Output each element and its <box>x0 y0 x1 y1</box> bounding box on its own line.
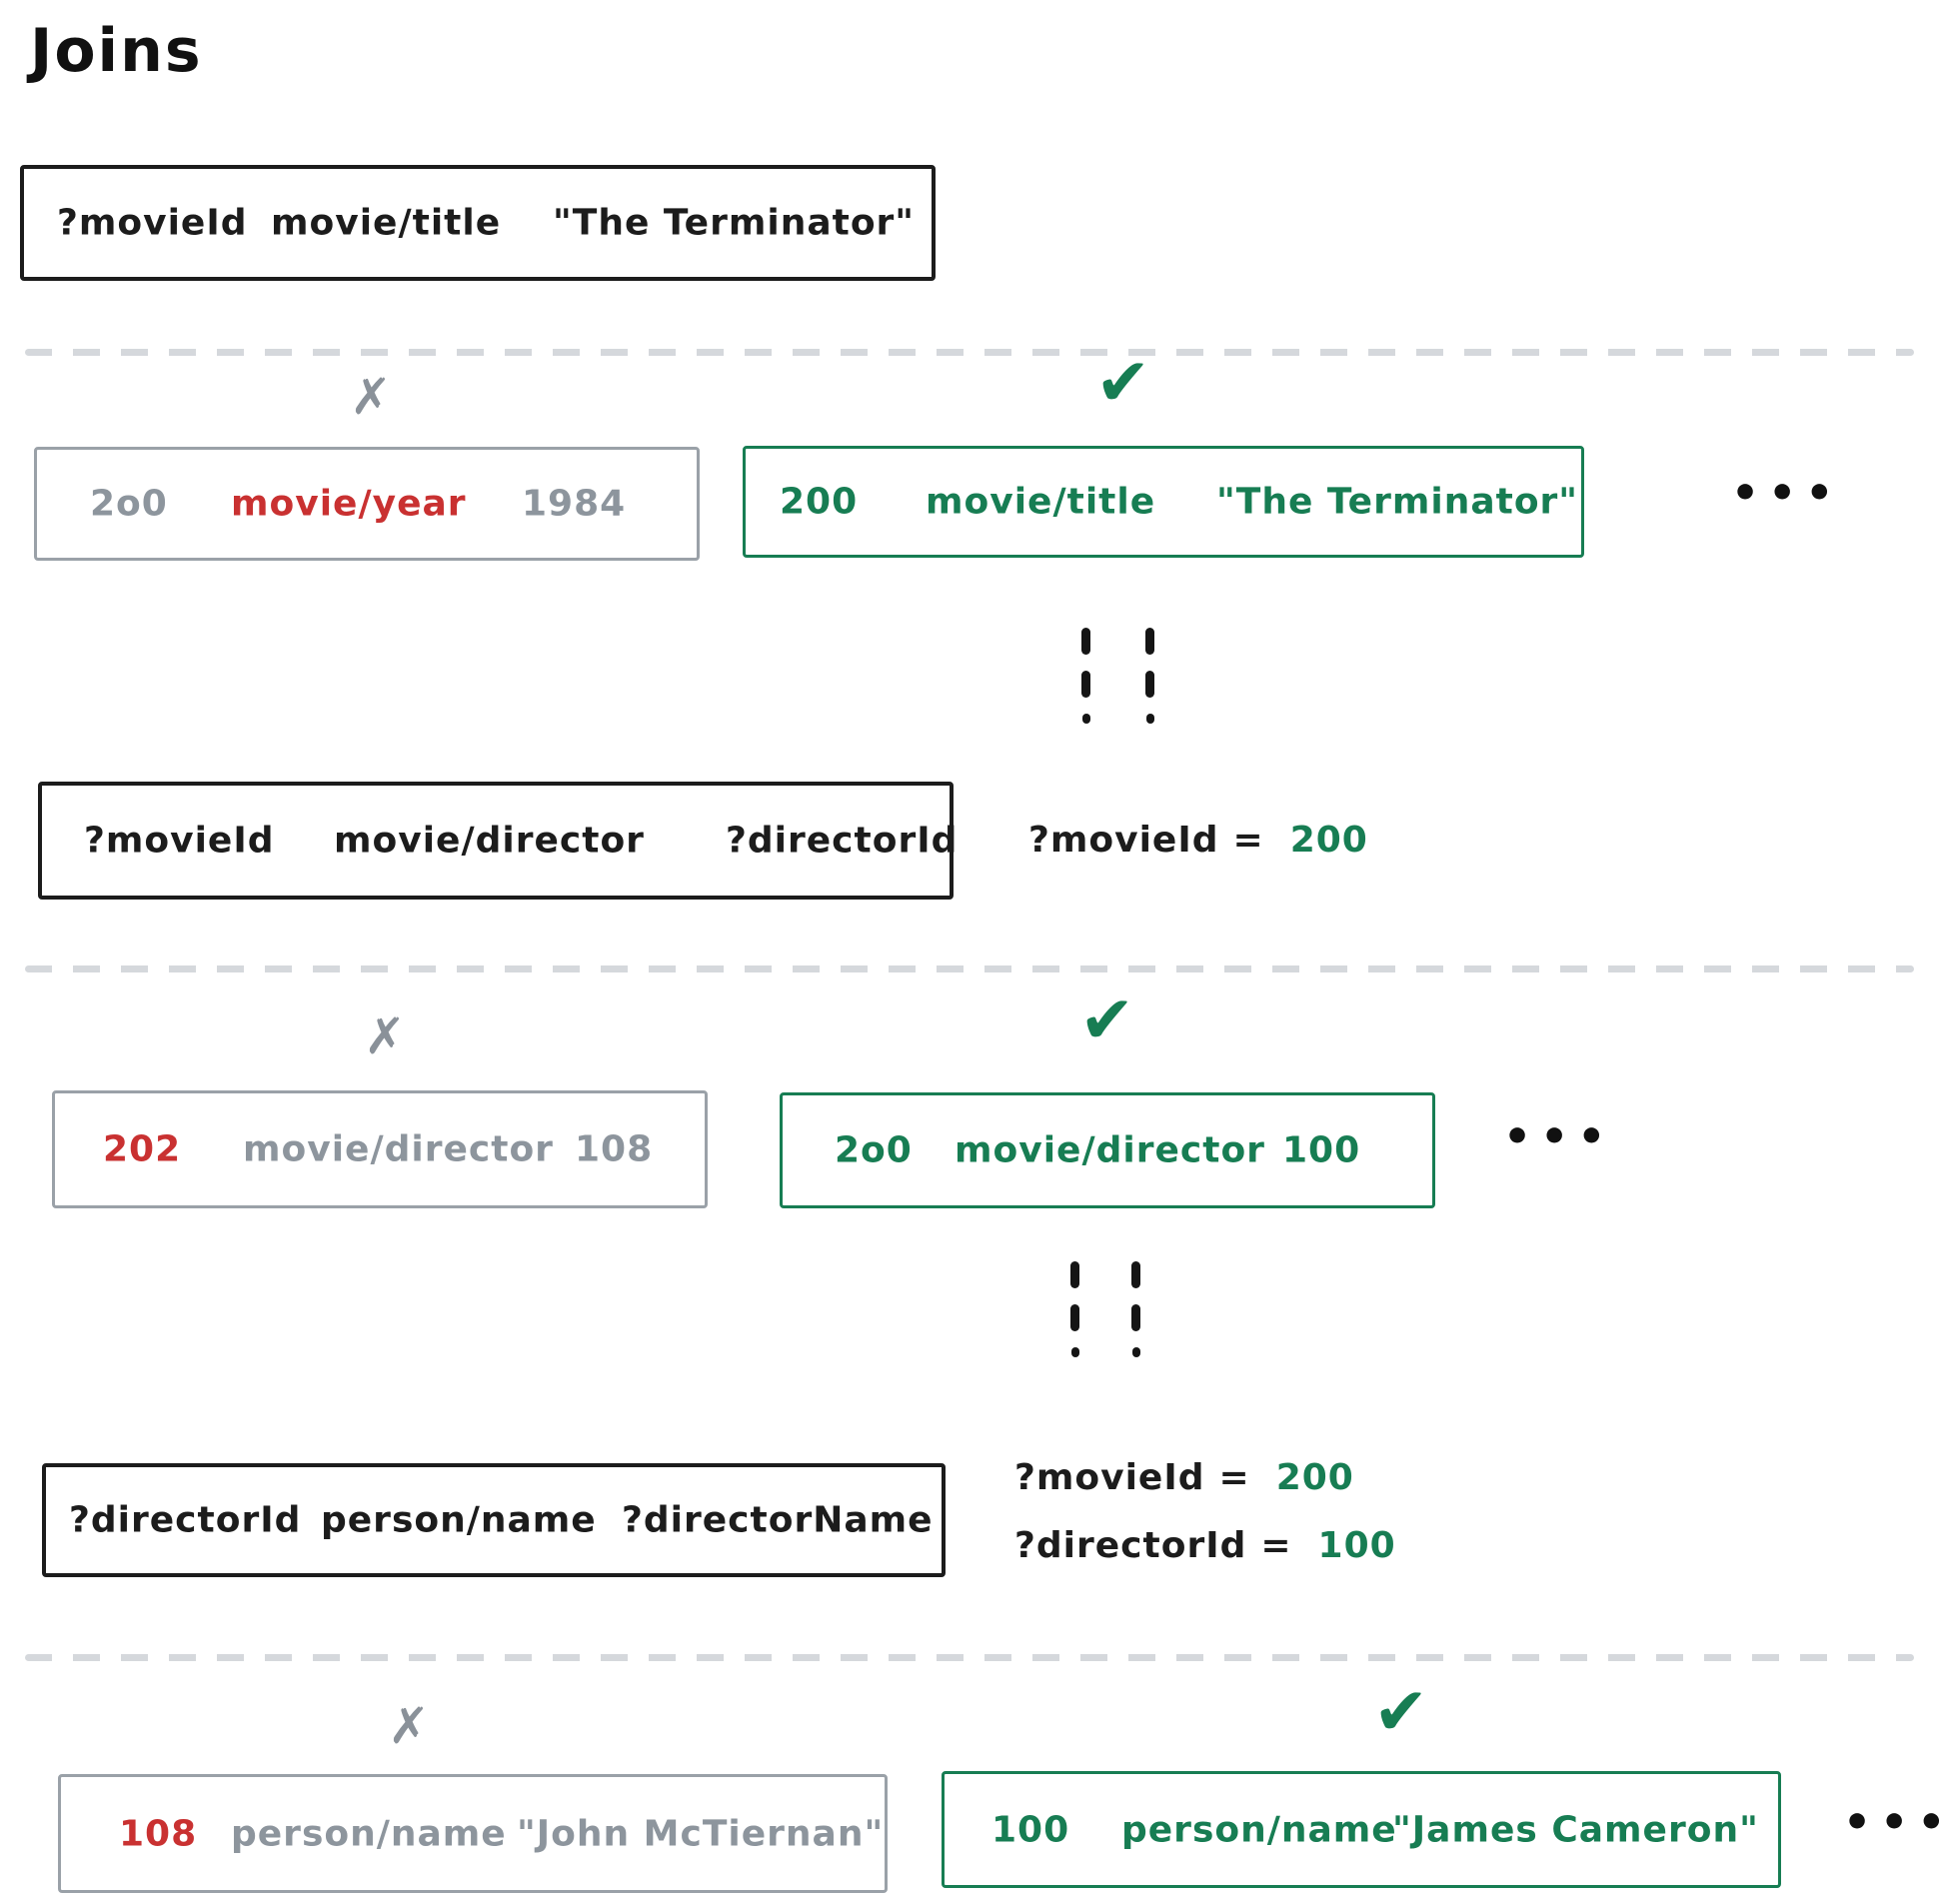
binding-note: ?movieId = 200 <box>1014 1457 1354 1498</box>
triple-object: "The Terminator" <box>553 202 916 244</box>
binding-value: 200 <box>1289 820 1368 861</box>
triple-predicate: movie/title <box>926 481 1156 523</box>
accept-check-icon: ✔ <box>1095 344 1151 421</box>
accepted-triple-box-1: 200 movie/title "The Terminator" <box>743 446 1584 558</box>
binding-note: ?directorId = 100 <box>1014 1525 1396 1566</box>
continuation-dashes <box>1081 628 1090 724</box>
triple-predicate: person/name <box>321 1499 597 1541</box>
accept-check-icon: ✔ <box>1079 981 1135 1058</box>
triple-predicate: movie/director <box>243 1128 554 1170</box>
binding-note: ?movieId = 200 <box>1028 820 1368 861</box>
binding-variable: ?movieId <box>1014 1457 1205 1498</box>
triple-subject: 202 <box>103 1128 182 1170</box>
triple-object: ?directorName <box>622 1499 934 1541</box>
triple-predicate: person/name <box>1121 1809 1397 1850</box>
triple-object: ?directorId <box>726 820 959 862</box>
triple-object: "John McTiernan" <box>517 1813 885 1854</box>
reject-x-icon: ✗ <box>388 1697 430 1755</box>
rejected-triple-box-1: 2o0 movie/year 1984 <box>34 447 700 561</box>
query-pattern-box-1: ?movieId movie/title "The Terminator" <box>20 165 936 281</box>
triple-predicate: person/name <box>231 1813 507 1854</box>
triple-predicate: movie/title <box>271 202 502 244</box>
rejected-triple-box-2: 202 movie/director 108 <box>52 1090 708 1208</box>
reject-x-icon: ✗ <box>350 368 392 426</box>
binding-operator: = <box>1218 1457 1250 1498</box>
triple-predicate: movie/director <box>955 1129 1265 1171</box>
continuation-dashes <box>1145 628 1154 724</box>
triple-subject: ?movieId <box>57 202 248 244</box>
triple-object: 100 <box>1282 1129 1361 1171</box>
query-pattern-box-3: ?directorId person/name ?directorName <box>42 1463 946 1577</box>
accept-check-icon: ✔ <box>1373 1673 1429 1750</box>
triple-object: 108 <box>575 1128 654 1170</box>
rejected-triple-box-3: 108 person/name "John McTiernan" <box>58 1774 888 1893</box>
triple-object: "The Terminator" <box>1216 481 1579 523</box>
continuation-dashes <box>1131 1261 1140 1357</box>
binding-value: 200 <box>1275 1457 1354 1498</box>
section-divider <box>25 1654 1914 1661</box>
triple-subject: 200 <box>780 481 859 523</box>
more-results-ellipsis: ••• <box>1503 1111 1615 1162</box>
query-pattern-box-2: ?movieId movie/director ?directorId <box>38 782 957 900</box>
section-divider <box>25 349 1914 356</box>
accepted-triple-box-3: 100 person/name "James Cameron" <box>942 1771 1781 1888</box>
section-divider <box>25 965 1914 972</box>
binding-value: 100 <box>1317 1525 1396 1566</box>
more-results-ellipsis: ••• <box>1843 1797 1942 1848</box>
triple-subject: 100 <box>991 1809 1070 1850</box>
triple-object: 1984 <box>522 483 627 525</box>
triple-subject: 108 <box>119 1813 198 1854</box>
binding-operator: = <box>1260 1525 1292 1566</box>
continuation-dashes <box>1070 1261 1079 1357</box>
accepted-triple-box-2: 2o0 movie/director 100 <box>780 1092 1435 1208</box>
page-title: Joins <box>30 16 203 86</box>
more-results-ellipsis: ••• <box>1731 468 1843 519</box>
triple-predicate: movie/director <box>334 820 645 862</box>
binding-operator: = <box>1232 820 1264 861</box>
triple-subject: 2o0 <box>835 1129 913 1171</box>
binding-variable: ?movieId <box>1028 820 1219 861</box>
triple-subject: 2o0 <box>90 483 168 525</box>
triple-object: "James Cameron" <box>1392 1809 1759 1850</box>
triple-subject: ?directorId <box>69 1499 302 1541</box>
triple-subject: ?movieId <box>84 820 275 862</box>
reject-x-icon: ✗ <box>364 1007 406 1065</box>
binding-variable: ?directorId <box>1014 1525 1247 1566</box>
triple-predicate: movie/year <box>231 483 467 525</box>
